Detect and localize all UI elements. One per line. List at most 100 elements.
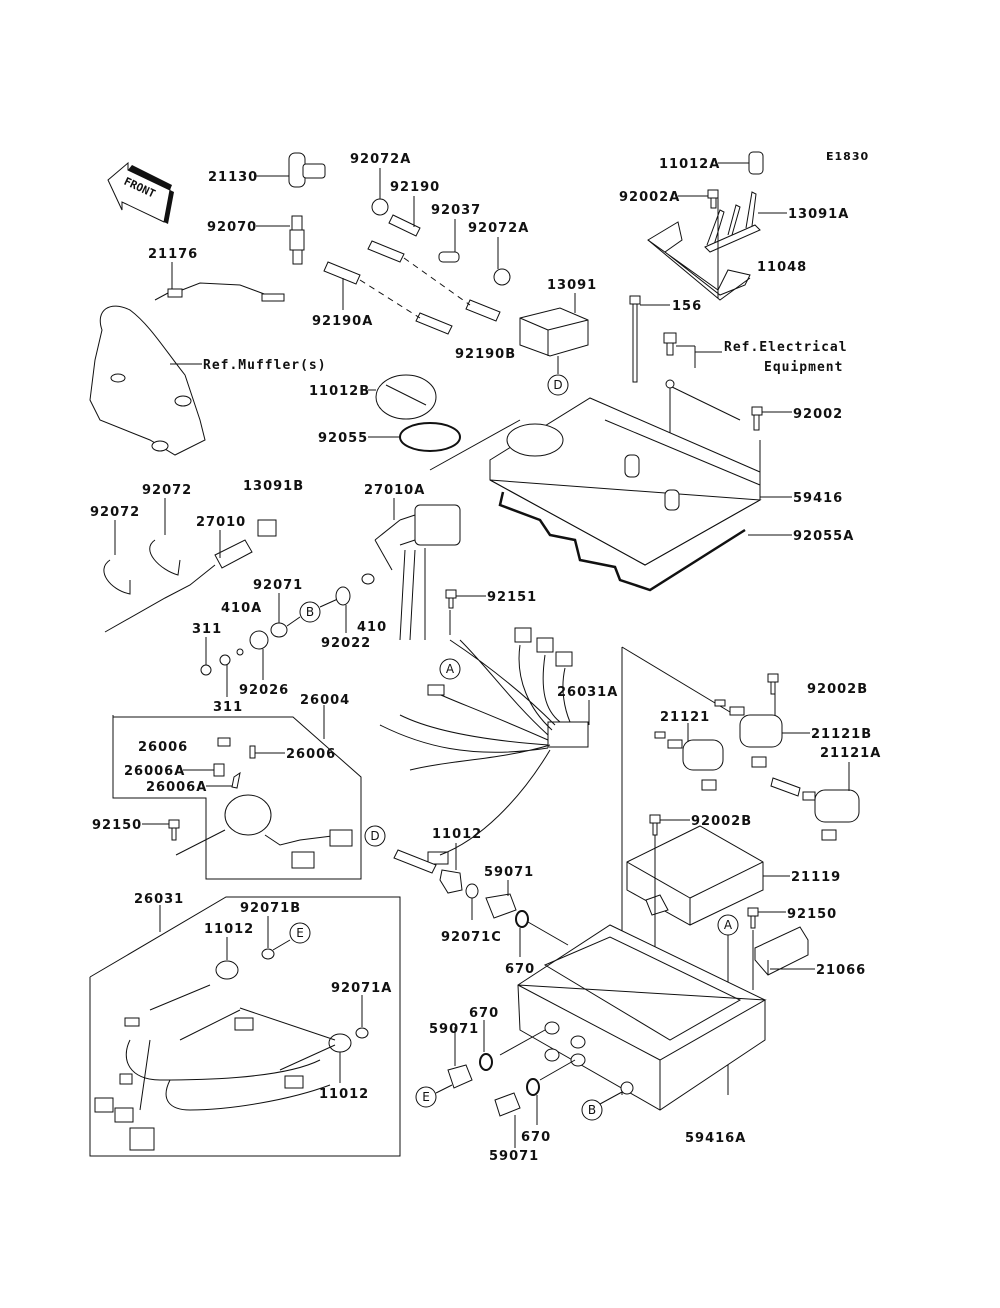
part-label-21130: 21130: [208, 170, 258, 185]
part-label-92002B-2: 92002B: [691, 814, 752, 829]
switch-27010: 27010: [104, 515, 277, 633]
part-label-92070: 92070: [207, 220, 257, 235]
ref-electrical-line2: Equipment: [764, 360, 843, 375]
part-label-92022: 92022: [321, 636, 371, 651]
box-26004: 26004 26006 26006 26006A 26006A: [112, 693, 362, 880]
part-label-92190B: 92190B: [455, 347, 516, 362]
svg-text:A: A: [446, 662, 455, 676]
coil-21121B: 21121B: [714, 694, 871, 768]
bolt-92002B-1: 92002B: [767, 673, 868, 697]
callout-A-1: A: [439, 658, 461, 680]
part-label-92002B-1: 92002B: [807, 682, 868, 697]
part-label-59071-1: 59071: [484, 865, 534, 880]
bolt-92002: 92002: [751, 406, 842, 431]
callout-B-1: B: [286, 597, 341, 627]
callout-E-1: E: [415, 1084, 453, 1108]
part-label-59071-3: 59071: [489, 1149, 539, 1164]
ref-electrical-line1: Ref.Electrical: [724, 340, 848, 355]
part-label-92072-2: 92072: [142, 483, 192, 498]
part-label-410A: 410A: [221, 601, 262, 616]
harness-26031A: 26031A: [379, 627, 618, 865]
grommet-11012-1: 11012: [432, 827, 482, 894]
part-label-670-1: 670: [505, 962, 535, 977]
upper-case-59416: 59416: [489, 397, 843, 566]
coil-21121: 21121: [654, 710, 724, 791]
part-label-26006-2: 26006: [286, 747, 336, 762]
callout-B-2: B: [581, 1091, 623, 1121]
part-label-92072A-2: 92072A: [468, 221, 529, 236]
part-label-92151: 92151: [487, 590, 537, 605]
part-label-11012-3: 11012: [319, 1087, 369, 1102]
svg-text:E: E: [422, 1090, 430, 1104]
part-label-27010A: 27010A: [364, 483, 425, 498]
clip-92072A-2: 92072A: [468, 221, 529, 286]
part-label-92071A: 92071A: [331, 981, 392, 996]
part-label-92055: 92055: [318, 431, 368, 446]
part-label-670-2: 670: [469, 1006, 499, 1021]
part-label-92190: 92190: [390, 180, 440, 195]
part-label-11012-1: 11012: [432, 827, 482, 842]
part-label-11048: 11048: [757, 260, 807, 275]
part-label-13091B: 13091B: [243, 479, 304, 494]
part-label-21066: 21066: [816, 963, 866, 978]
svg-text:A: A: [724, 918, 733, 932]
nut-311-2: 311: [213, 648, 244, 715]
holder-13091A: 13091A: [704, 191, 849, 253]
bolt-92002B-2: 92002B: [649, 814, 752, 836]
part-label-21121: 21121: [660, 710, 710, 725]
part-label-27010: 27010: [196, 515, 246, 530]
oring-670-3: 670: [521, 1059, 576, 1145]
part-label-26031: 26031: [134, 892, 184, 907]
sensor-21176: 21176: [148, 247, 285, 302]
box-26031: 26031 92071B 11012 92071A 11012: [89, 892, 401, 1157]
part-label-26004: 26004: [300, 693, 350, 708]
screw-92150-2: 92150: [747, 907, 837, 990]
regulator-21066: 21066: [754, 926, 866, 978]
part-label-21121A: 21121A: [820, 746, 881, 761]
tube-92190: 92190: [388, 180, 440, 237]
lower-case-59416A: 59416A: [517, 924, 767, 1146]
nut-92071C: 92071C: [441, 883, 502, 945]
svg-text:B: B: [588, 1103, 596, 1117]
oring-92055: 92055: [318, 419, 521, 471]
part-label-21119: 21119: [791, 870, 841, 885]
diagram-code: E1830: [826, 150, 869, 163]
part-label-92071C: 92071C: [441, 930, 502, 945]
part-label-92150-2: 92150: [787, 907, 837, 922]
part-label-11012-2: 11012: [204, 922, 254, 937]
part-label-92190A: 92190A: [312, 314, 373, 329]
svg-text:D: D: [553, 378, 562, 392]
svg-text:D: D: [370, 829, 379, 843]
part-label-311-1: 311: [192, 622, 222, 637]
part-label-13091A: 13091A: [788, 207, 849, 222]
oring-670-2: 670: [469, 1006, 546, 1071]
bolt-92002A: 92002A: [619, 189, 719, 209]
fitting-59071-2: 59071: [429, 1022, 478, 1089]
svg-text:E: E: [296, 926, 304, 940]
bolt-156: 156: [629, 295, 702, 383]
front-arrow-icon: FRONT: [107, 161, 174, 224]
part-label-670-3: 670: [521, 1130, 551, 1145]
part-label-92002A: 92002A: [619, 190, 680, 205]
nut-92026: 92026: [239, 630, 288, 698]
part-label-156: 156: [672, 299, 702, 314]
part-label-410: 410: [357, 620, 387, 635]
part-label-311-2: 311: [213, 700, 243, 715]
callout-D-2: D: [364, 825, 437, 874]
part-label-92072-1: 92072: [90, 505, 140, 520]
callout-E-2: E: [272, 922, 311, 951]
part-label-26031A: 26031A: [557, 685, 618, 700]
cap-11012B: 11012B: [309, 374, 437, 420]
block-13091: 13091: [519, 278, 597, 374]
part-label-11012A: 11012A: [659, 157, 720, 172]
bolt-92151: 92151: [445, 589, 537, 635]
part-label-59416A: 59416A: [685, 1131, 746, 1146]
cap-11012A: 11012A: [659, 151, 764, 175]
part-label-13091: 13091: [547, 278, 597, 293]
screw-92150-1: 92150: [92, 818, 226, 856]
washer-92022: 92022 410: [321, 586, 387, 651]
part-label-92072A-1: 92072A: [350, 152, 411, 167]
coil-21121A: 21121A: [770, 746, 881, 841]
part-label-59416: 59416: [793, 491, 843, 506]
